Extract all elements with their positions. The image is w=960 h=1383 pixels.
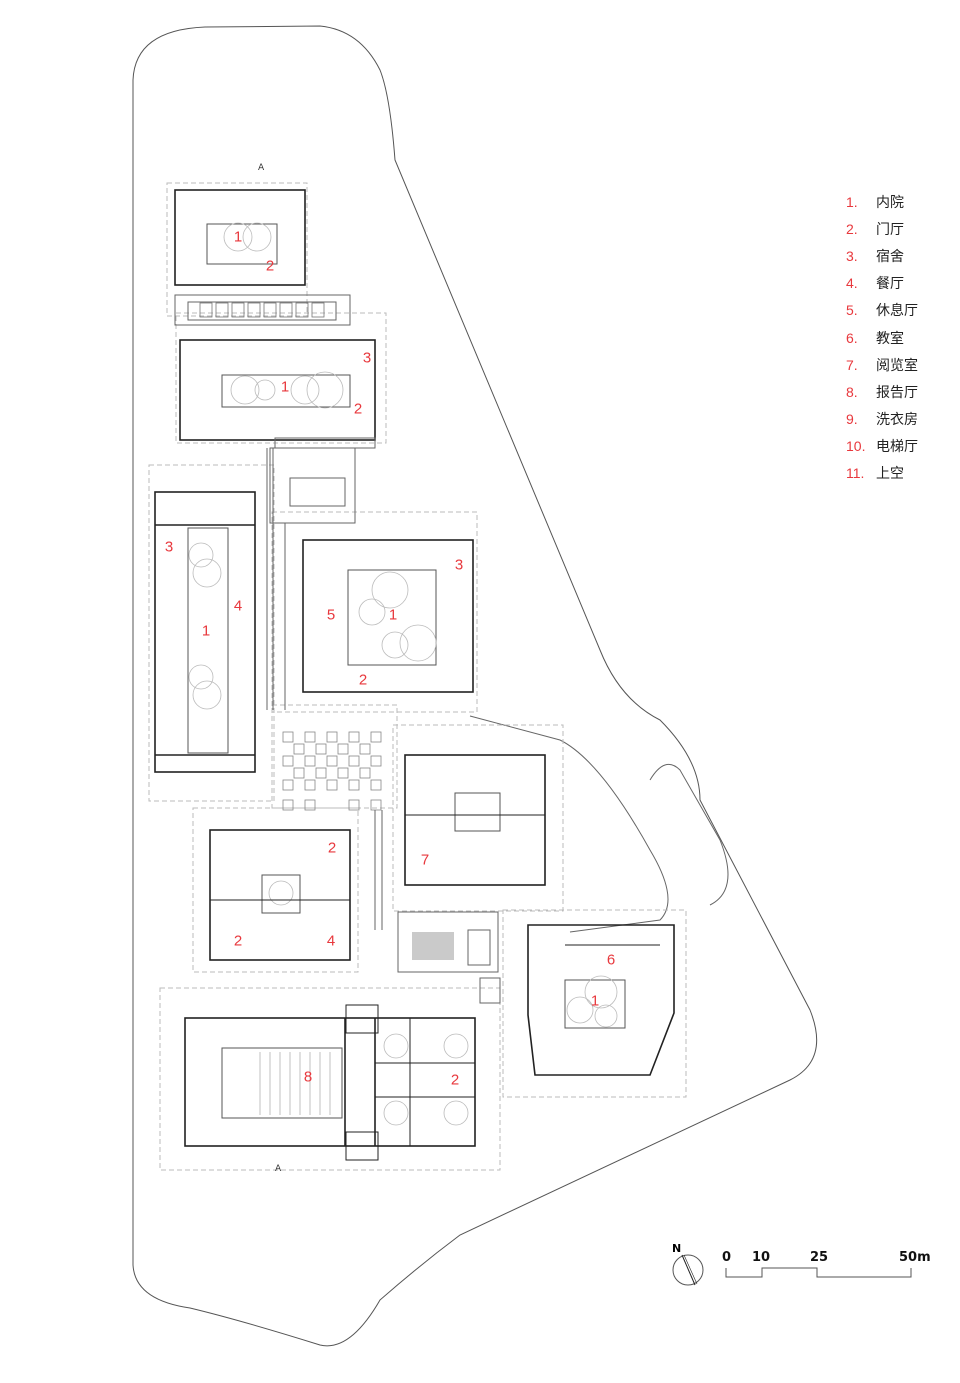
scale-tick: 0 [722, 1250, 732, 1265]
room-label: 2 [265, 257, 275, 275]
legend: 1.内院 2.门厅 3.宿舍 4.餐厅 5.休息厅 6.教室 7.阅览室 8.报… [846, 188, 956, 487]
scale-bar [725, 1267, 912, 1278]
room-label: 4 [326, 932, 336, 950]
room-label: 3 [164, 538, 174, 556]
room-label: 7 [420, 851, 430, 869]
legend-item: 7.阅览室 [846, 356, 918, 374]
road-curve-2 [649, 763, 729, 906]
room-label: 3 [454, 556, 464, 574]
room-label: 1 [233, 228, 243, 246]
room-label: 2 [358, 671, 368, 689]
room-label: 8 [303, 1068, 313, 1086]
road-curve [469, 715, 669, 933]
room-label: 5 [326, 606, 336, 624]
north-arrow-icon [672, 1254, 704, 1286]
scale-tick: 10 [752, 1250, 771, 1265]
room-label: 2 [450, 1071, 460, 1089]
north-label: N [672, 1242, 682, 1255]
scale-tick: 50m [899, 1250, 931, 1265]
site-boundary [132, 25, 818, 1347]
legend-item: 1.内院 [846, 193, 904, 211]
legend-item: 6.教室 [846, 329, 904, 347]
room-label: 1 [201, 622, 211, 640]
legend-item: 11.上空 [846, 465, 904, 483]
room-label: 1 [280, 378, 290, 396]
room-label: 2 [353, 400, 363, 418]
section-mark: A [258, 163, 265, 173]
legend-item: 2.门厅 [846, 220, 904, 238]
room-label: 1 [388, 606, 398, 624]
legend-item: 10.电梯厅 [846, 438, 918, 456]
legend-item: 8.报告厅 [846, 383, 918, 401]
room-label: 6 [606, 951, 616, 969]
room-label: 3 [362, 349, 372, 367]
section-mark: A [275, 1164, 282, 1174]
room-label: 1 [590, 992, 600, 1010]
legend-item: 4.餐厅 [846, 275, 904, 293]
legend-item: 3.宿舍 [846, 247, 904, 265]
legend-item: 9.洗衣房 [846, 411, 918, 429]
room-label: 4 [233, 597, 243, 615]
room-label: 2 [327, 839, 337, 857]
scale-tick: 25 [810, 1250, 829, 1265]
legend-item: 5.休息厅 [846, 302, 918, 320]
room-label: 2 [233, 932, 243, 950]
